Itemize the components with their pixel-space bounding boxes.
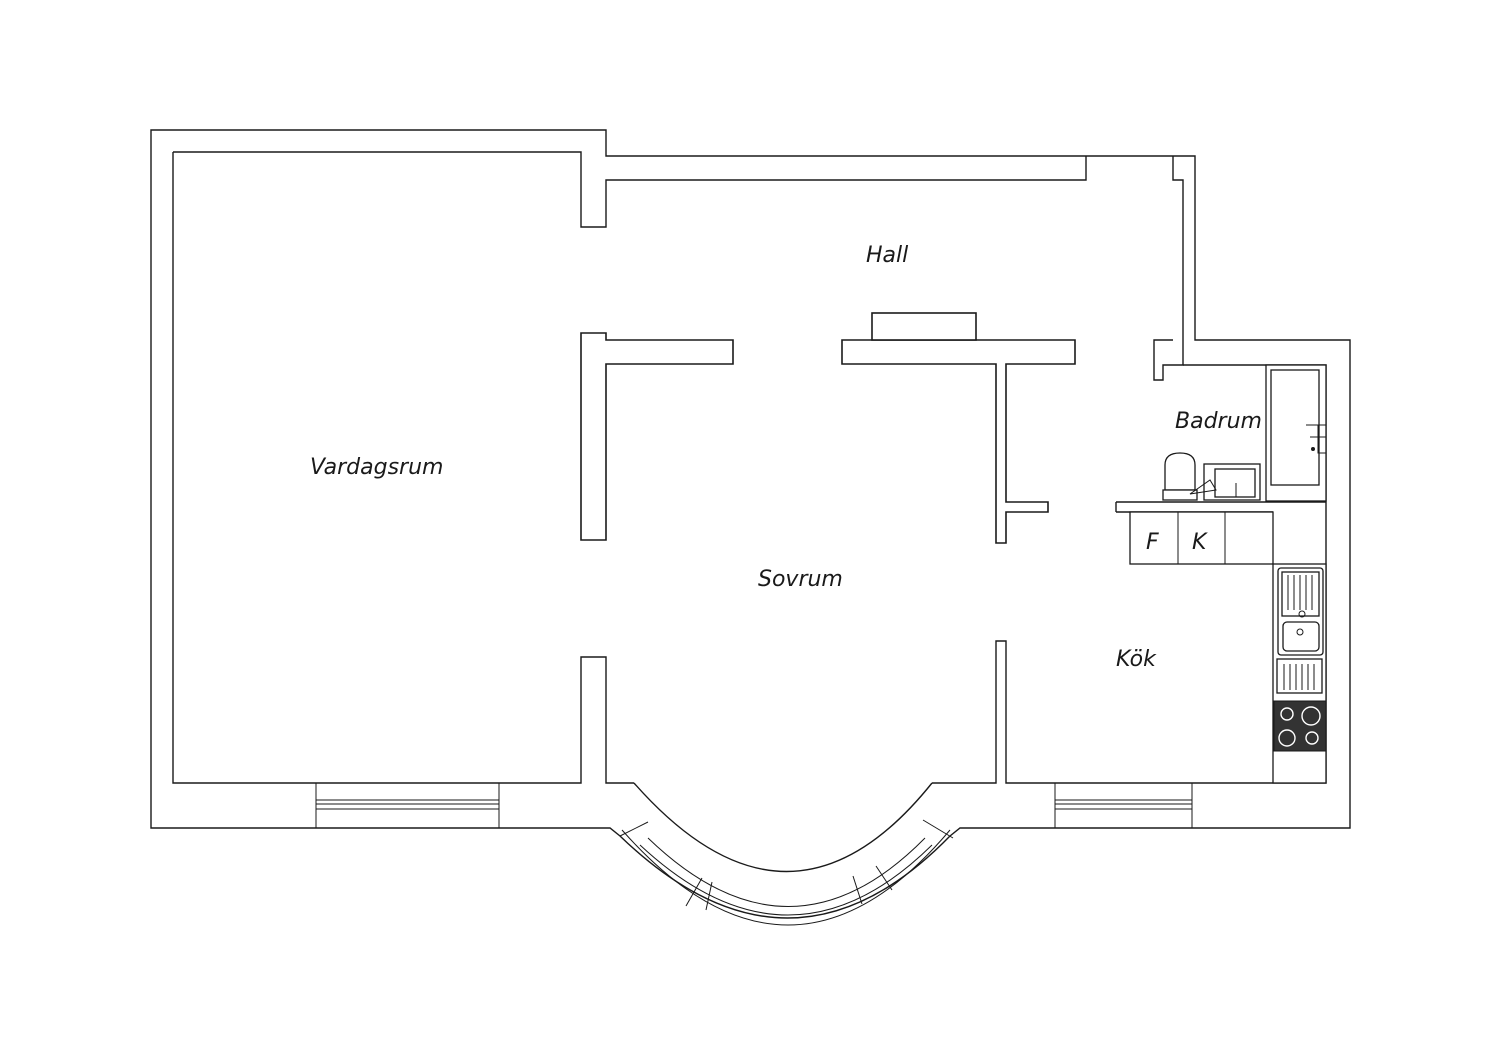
- fridge-label: K: [1192, 530, 1208, 555]
- toilet: [1162, 452, 1198, 501]
- washbasin: [1189, 463, 1261, 501]
- interior-walls: [580, 312, 1076, 544]
- room-label-vardagsrum: Vardagsrum: [310, 455, 443, 480]
- sink: [1277, 567, 1324, 656]
- freezer-label: F: [1146, 530, 1159, 555]
- room-label-kok: Kök: [1116, 647, 1157, 672]
- bathtub: [1265, 364, 1327, 502]
- window-living: [315, 782, 500, 829]
- bay-window: [619, 782, 954, 926]
- stove: [1273, 700, 1327, 752]
- room-label-sovrum: Sovrum: [758, 567, 843, 592]
- fridge-freezer-unit: [1129, 511, 1326, 565]
- room-label-badrum: Badrum: [1175, 409, 1262, 434]
- room-label-hall: Hall: [866, 243, 908, 268]
- dishrack: [1276, 658, 1323, 694]
- window-kitchen: [1054, 782, 1193, 829]
